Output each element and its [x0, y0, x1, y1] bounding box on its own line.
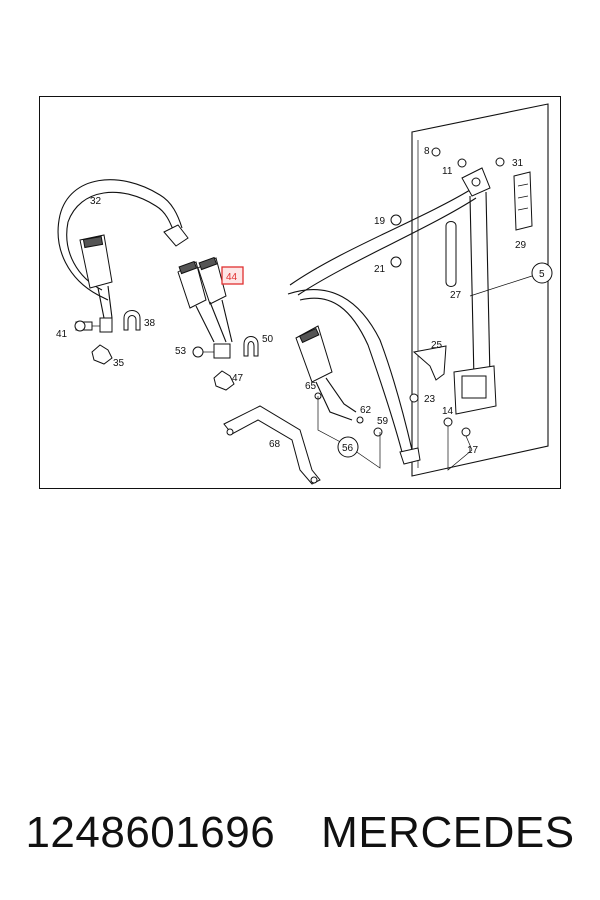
callout-23: 23	[424, 394, 436, 405]
diagram-frame	[39, 96, 561, 489]
callout-27: 27	[450, 290, 462, 301]
callout-68: 68	[269, 439, 281, 450]
callout-59: 59	[377, 416, 389, 427]
callout-29: 29	[515, 240, 527, 251]
part-caption: 1248601696 MERCEDES	[0, 798, 600, 868]
callout-31: 31	[512, 158, 524, 169]
callout-32: 32	[90, 196, 102, 207]
front-belt-assembly	[287, 103, 549, 477]
callout-8: 8	[424, 146, 430, 157]
rear-belt-assembly	[57, 179, 189, 365]
callout-17: 17	[467, 445, 479, 456]
callout-65: 65	[305, 381, 317, 392]
callout-circle-56	[337, 436, 359, 458]
callout-14: 14	[442, 406, 454, 417]
double-buckle-assembly	[177, 256, 259, 391]
callout-50: 50	[262, 334, 274, 345]
callout-44: 44	[226, 272, 238, 283]
part-number: 1248601696	[25, 808, 276, 857]
highlight-box-44	[221, 266, 244, 285]
callout-53: 53	[175, 346, 187, 357]
callout-21: 21	[374, 264, 386, 275]
seat-belt-parts-diagram: 32 41 38 35 44 53 50 47 8 11 31 29 19 21…	[39, 96, 561, 489]
callout-11: 11	[442, 166, 453, 177]
callout-41: 41	[56, 329, 68, 340]
callout-47: 47	[232, 373, 244, 384]
floor-anchor-rail	[223, 405, 321, 485]
callout-19: 19	[374, 216, 386, 227]
callout-labels: 32 41 38 35 44 53 50 47 8 11 31 29 19 21…	[56, 146, 553, 458]
callout-circle-5	[531, 262, 553, 284]
callout-62: 62	[360, 405, 372, 416]
callout-56: 56	[342, 443, 354, 454]
callout-25: 25	[431, 340, 443, 351]
callout-5: 5	[539, 269, 545, 280]
callout-38: 38	[144, 318, 156, 329]
brand-name: MERCEDES	[321, 808, 575, 857]
callout-35: 35	[113, 358, 125, 369]
